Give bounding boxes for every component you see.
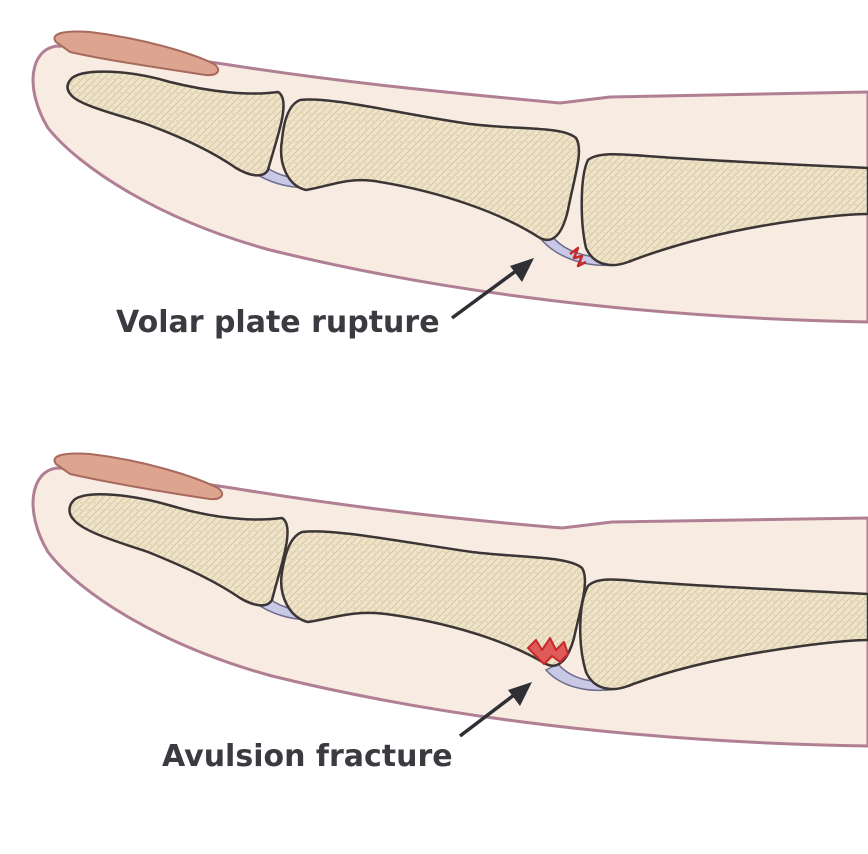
fingernail <box>53 30 220 77</box>
distal-phalanx <box>68 493 289 607</box>
avulsion-fracture-mark <box>527 637 569 665</box>
distal-phalanx <box>66 70 285 177</box>
volar-plate-rupture-mark <box>569 246 587 268</box>
fracture-arrow <box>458 690 520 738</box>
fingernail <box>53 452 224 501</box>
panel-volar-plate-rupture: Volar plate rupture <box>31 30 868 340</box>
fracture-arrowhead <box>508 682 532 706</box>
middle-phalanx <box>279 530 587 667</box>
label-avulsion-fracture: Avulsion fracture <box>162 739 453 774</box>
proximal-phalanx <box>579 578 868 691</box>
label-volar-plate-rupture: Volar plate rupture <box>116 305 440 340</box>
rupture-arrowhead <box>510 258 534 282</box>
rupture-arrow <box>450 266 522 320</box>
middle-phalanx <box>279 98 581 242</box>
panel-avulsion-fracture: Avulsion fracture <box>31 452 868 774</box>
proximal-phalanx <box>580 153 868 267</box>
